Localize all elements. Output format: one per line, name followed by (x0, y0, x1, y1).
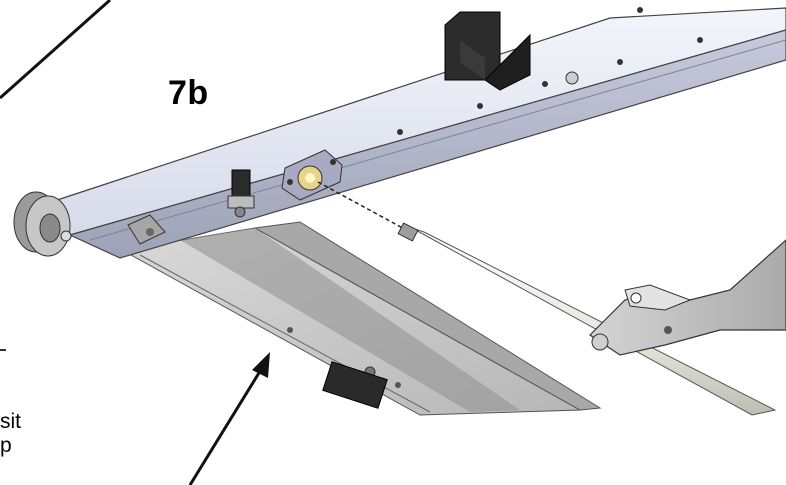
text-fragment-1: sit (0, 410, 21, 433)
alignment-line (317, 181, 411, 233)
push-rod (397, 222, 777, 416)
base-plate (120, 221, 602, 416)
leader-arrow-bottom (188, 352, 270, 485)
text-fragment-2: p (0, 434, 12, 457)
clamp-block (322, 361, 388, 409)
leader-arrow-top (0, 0, 111, 100)
roller-wheel-icon (13, 191, 72, 257)
bolt (565, 71, 579, 85)
lever-arm (589, 239, 786, 356)
sensor-valve-icon (227, 169, 255, 218)
front-mount (127, 214, 166, 245)
u-bracket-icon (444, 11, 531, 91)
step-label: 7b (168, 74, 209, 112)
